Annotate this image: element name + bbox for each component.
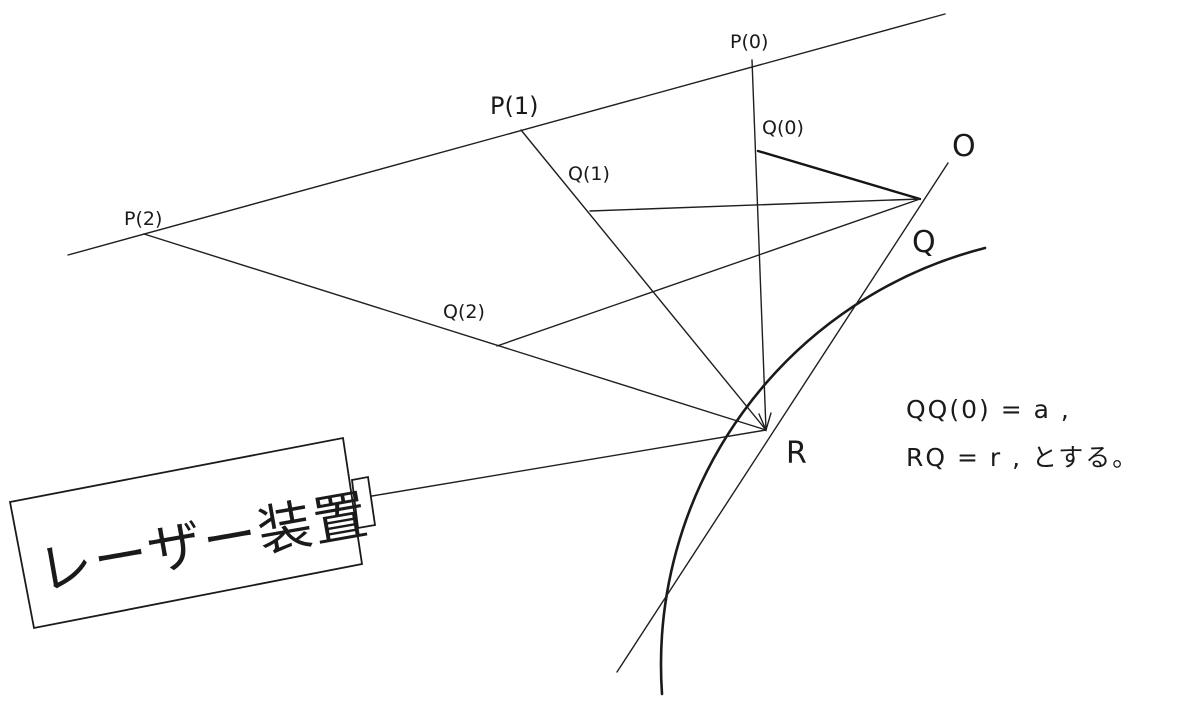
equation-line-2: RQ = r , とする。 bbox=[906, 443, 1139, 472]
chord-q0-q bbox=[756, 149, 922, 201]
label-q0: Q(0) bbox=[762, 117, 804, 139]
line-p0-r bbox=[751, 59, 767, 431]
laser-nozzle bbox=[351, 475, 377, 530]
label-p2: P(2) bbox=[124, 208, 162, 230]
line-p1-r bbox=[520, 129, 767, 431]
label-p0: P(0) bbox=[730, 31, 768, 53]
line-o-r bbox=[616, 162, 949, 673]
chord-q1-q bbox=[589, 198, 921, 212]
chord-q2-q bbox=[496, 198, 921, 347]
label-q: Q bbox=[912, 225, 936, 260]
line-p2-r bbox=[143, 233, 767, 431]
label-r: R bbox=[786, 436, 807, 471]
label-p1: P(1) bbox=[490, 92, 538, 120]
arc-circle bbox=[659, 246, 987, 696]
label-q2: Q(2) bbox=[443, 301, 485, 323]
laser-beam bbox=[371, 429, 767, 497]
equation-line-1: QQ(0) = a , bbox=[906, 395, 1071, 424]
label-q1: Q(1) bbox=[568, 163, 610, 185]
line-p bbox=[67, 13, 946, 256]
label-o: O bbox=[952, 129, 976, 164]
laser-device-label: レーザー装置 bbox=[33, 483, 374, 603]
laser-device-box bbox=[8, 436, 364, 630]
